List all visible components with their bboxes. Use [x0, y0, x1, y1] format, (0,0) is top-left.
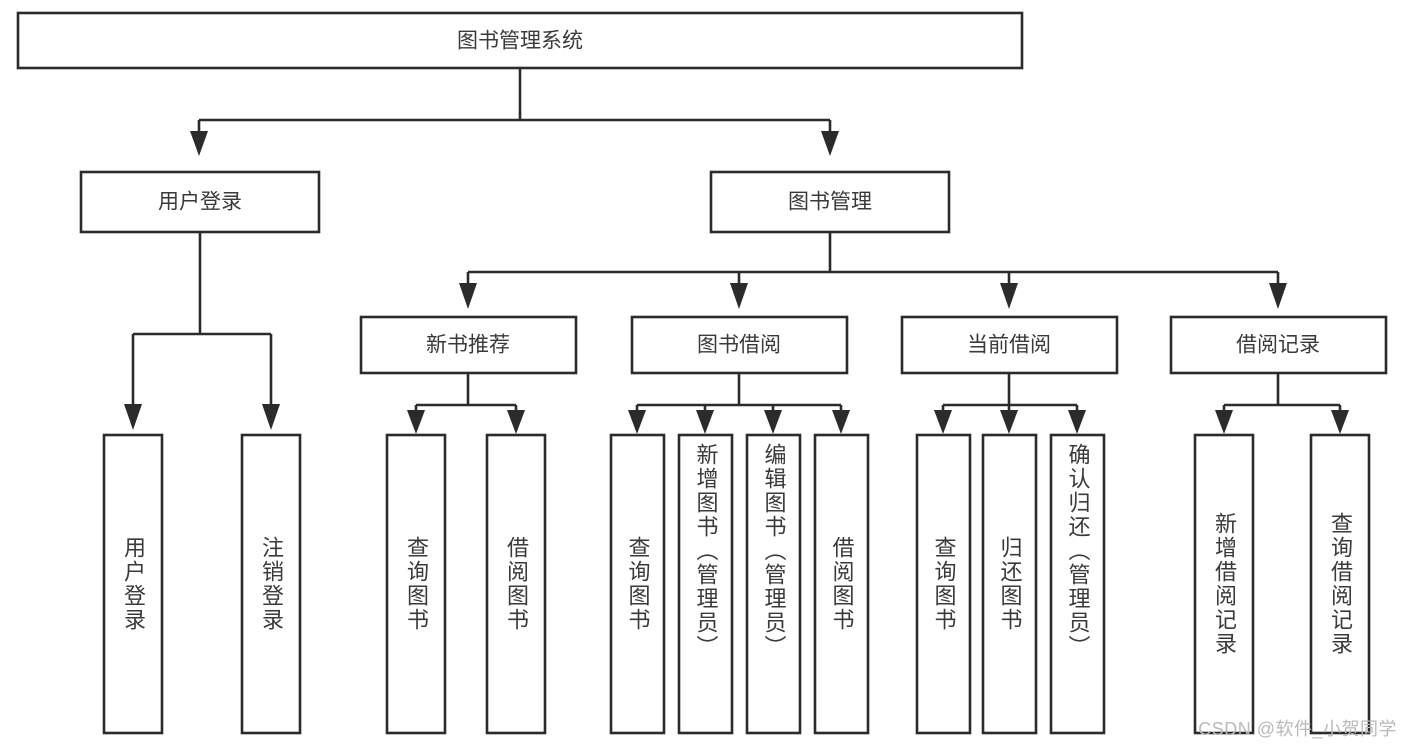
arrow-user-login-leaf-1 [124, 404, 142, 430]
node-leaf-add-borrow-record[interactable] [1193, 433, 1255, 735]
arrow-br-leaf-1 [1215, 410, 1233, 434]
arrow-bm-to-borrow-record [1269, 283, 1287, 309]
node-leaf-query-book-cb[interactable] [915, 433, 972, 735]
node-leaf-query-book-nbr[interactable] [385, 433, 447, 735]
node-leaf-add-book-admin[interactable] [677, 433, 734, 735]
arrow-bm-to-current-borrow [1000, 283, 1018, 309]
csdn-watermark: CSDN @软件_小贺同学 [1198, 719, 1397, 739]
node-root-label: 图书管理系统 [457, 30, 583, 53]
node-leaf-query-book-bb[interactable] [609, 433, 666, 735]
node-new-book-recommend-label: 新书推荐 [426, 334, 510, 357]
arrow-bb-leaf-4 [832, 410, 850, 434]
node-leaf-query-borrow-record[interactable] [1309, 433, 1371, 735]
arrow-br-leaf-2 [1331, 410, 1349, 434]
node-leaf-edit-book-admin[interactable] [745, 433, 802, 735]
arrow-bm-to-book-borrow [730, 283, 748, 309]
arrow-nbr-leaf-1 [407, 410, 425, 434]
node-borrow-record-label: 借阅记录 [1236, 334, 1320, 357]
arrow-bb-leaf-1 [628, 410, 646, 434]
node-leaf-confirm-return-admin[interactable] [1049, 433, 1106, 735]
node-leaf-user-login[interactable] [102, 433, 164, 735]
arrow-user-login-leaf-2 [262, 404, 280, 430]
node-root-book-management-system[interactable] [16, 11, 1024, 70]
node-current-borrow-label: 当前借阅 [967, 334, 1051, 357]
node-leaf-logout[interactable] [240, 433, 302, 735]
arrow-root-to-user-login [190, 131, 208, 156]
arrow-cb-leaf-3 [1068, 410, 1086, 434]
node-new-book-recommend[interactable] [359, 315, 578, 375]
node-book-management[interactable] [709, 170, 951, 234]
node-book-borrow[interactable] [630, 315, 849, 375]
node-leaf-borrow-book-nbr[interactable] [485, 433, 547, 735]
node-book-borrow-label: 图书借阅 [697, 334, 781, 357]
arrow-bb-leaf-2 [696, 410, 714, 434]
arrow-root-to-book-management [821, 131, 839, 156]
arrow-nbr-leaf-2 [507, 410, 525, 434]
arrow-bm-to-new-book [459, 283, 477, 309]
node-user-login-label: 用户登录 [158, 191, 242, 214]
arrow-bb-leaf-3 [764, 410, 782, 434]
arrow-cb-leaf-1 [934, 410, 952, 434]
node-leaf-return-book[interactable] [981, 433, 1038, 735]
node-borrow-record[interactable] [1169, 315, 1388, 375]
node-current-borrow[interactable] [900, 315, 1119, 375]
node-book-management-label: 图书管理 [788, 191, 872, 214]
node-leaf-borrow-book-bb[interactable] [813, 433, 870, 735]
arrow-cb-leaf-2 [1000, 410, 1018, 434]
